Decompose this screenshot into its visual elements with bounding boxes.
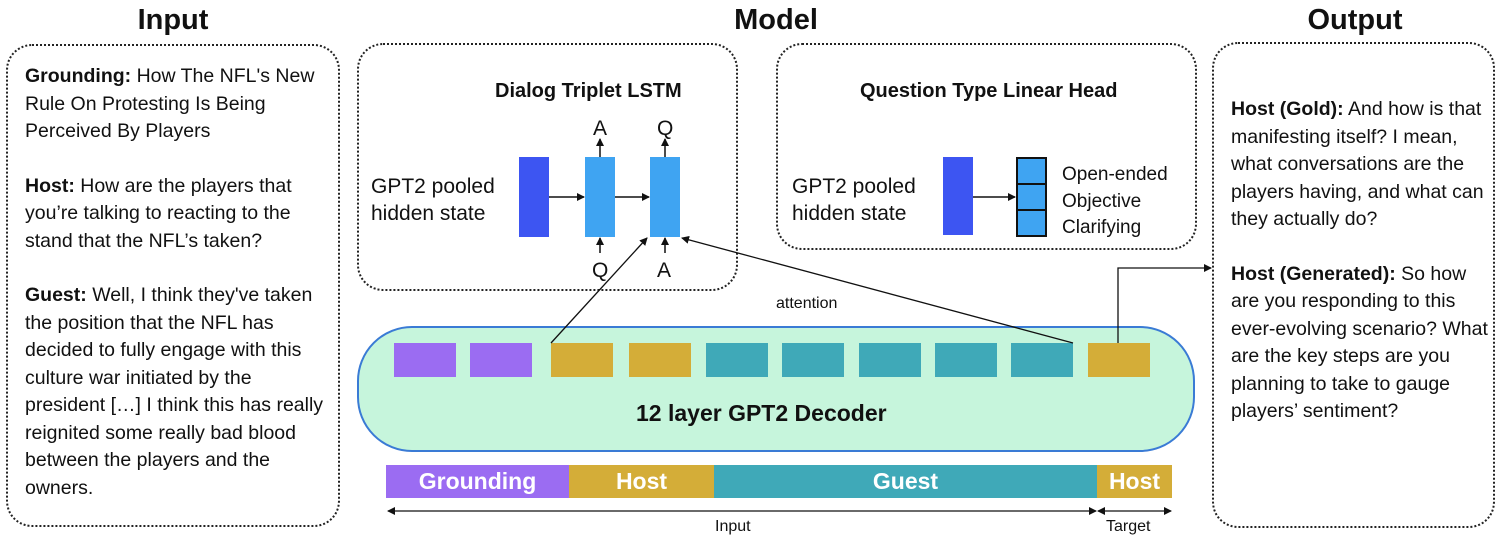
model-column-title: Model: [734, 4, 818, 36]
host-label: Host:: [25, 174, 75, 197]
lstm-box: Dialog Triplet LSTM GPT2 pooled hidden s…: [357, 43, 738, 291]
output-box: Host (Gold): And how is that manifesting…: [1212, 42, 1495, 528]
lstm-output-q: Q: [657, 117, 674, 140]
attention-label: attention: [776, 295, 838, 312]
token-guest-1: [706, 343, 768, 377]
target-to-output-line: [1117, 264, 1212, 343]
segment-target-host: Host: [1097, 465, 1172, 498]
question-head-title: Question Type Linear Head: [860, 80, 1118, 102]
head-class-open-ended: Open-ended: [1062, 164, 1168, 185]
decoder-label: 12 layer GPT2 Decoder: [636, 400, 887, 426]
token-guest-2: [782, 343, 844, 377]
segment-guest: Guest: [714, 465, 1097, 498]
target-range-label: Target: [1106, 518, 1151, 535]
host-text: How are the players that you’re talking …: [25, 174, 292, 252]
lstm-input-q: Q: [592, 259, 609, 282]
input-range-label: Input: [715, 518, 751, 535]
guest-paragraph: Guest: Well, I think they've taken the p…: [25, 282, 335, 502]
output-column-title: Output: [1307, 4, 1403, 36]
grounding-label: Grounding:: [25, 65, 132, 87]
head-output-vector: [1016, 157, 1047, 237]
segment-host: Host: [569, 465, 714, 498]
attention-line-host: [550, 237, 648, 344]
lstm-input-a: A: [657, 259, 672, 282]
guest-label: Guest:: [25, 284, 87, 306]
generated-paragraph: Host (Generated): So how are you respond…: [1231, 261, 1489, 426]
gold-label: Host (Gold):: [1231, 98, 1344, 120]
lstm-output-a: A: [593, 117, 608, 140]
input-column-title: Input: [137, 4, 209, 36]
lstm-title: Dialog Triplet LSTM: [495, 80, 682, 102]
token-host-1: [551, 343, 613, 377]
generated-text: So how are you responding to this ever-e…: [1231, 262, 1488, 423]
head-pooled-vector: [943, 157, 973, 235]
token-host-2: [629, 343, 691, 377]
lstm-cell-1: [585, 157, 615, 237]
token-grounding-2: [470, 343, 532, 377]
token-guest-3: [859, 343, 921, 377]
head-class-objective: Objective: [1062, 191, 1142, 212]
head-input-label: GPT2 pooled hidden state: [792, 175, 916, 225]
attention-line-guest: [681, 235, 1074, 344]
guest-text: Well, I think they've taken the position…: [25, 284, 324, 499]
host-paragraph: Host: How are the players that you’re ta…: [25, 173, 335, 256]
token-grounding-1: [394, 343, 456, 377]
segment-grounding: Grounding: [386, 465, 569, 498]
gold-text: And how is that manifesting itself? I me…: [1231, 98, 1484, 230]
generated-label: Host (Generated):: [1231, 262, 1396, 285]
lstm-cell-2: [650, 157, 680, 237]
token-target: [1088, 343, 1150, 377]
input-box: Grounding: How The NFL's New Rule On Pro…: [6, 44, 340, 527]
token-guest-5: [1011, 343, 1073, 377]
gold-paragraph: Host (Gold): And how is that manifesting…: [1231, 96, 1489, 234]
grounding-text: How The NFL's New Rule On Protesting Is …: [25, 65, 315, 142]
lstm-input-label: GPT2 pooled hidden state: [371, 175, 495, 225]
head-class-clarifying: Clarifying: [1062, 217, 1142, 238]
question-head-box: Question Type Linear Head GPT2 pooled hi…: [776, 43, 1197, 250]
token-guest-4: [935, 343, 997, 377]
grounding-paragraph: Grounding: How The NFL's New Rule On Pro…: [25, 63, 335, 146]
lstm-pooled-vector: [519, 157, 549, 237]
